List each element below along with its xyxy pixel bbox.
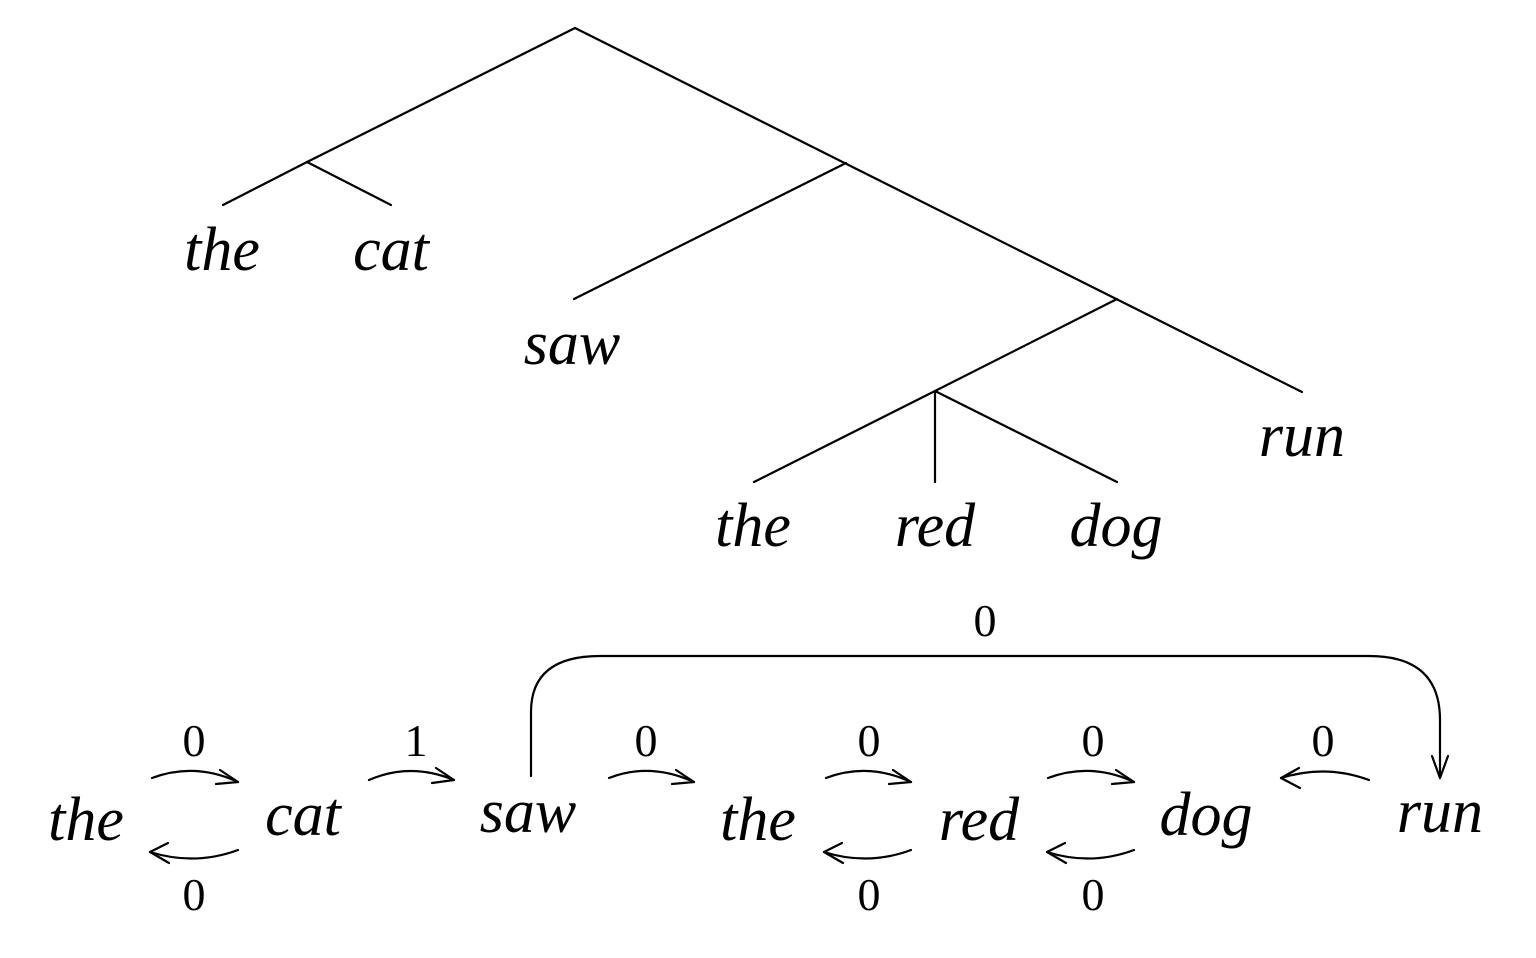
- edge-label: 0: [1082, 869, 1105, 920]
- edge-label: 0: [183, 869, 206, 920]
- tree-leaf-the: the: [184, 216, 260, 284]
- edge-arrow: 0: [150, 715, 240, 786]
- edge-arrow: 0: [1046, 715, 1136, 786]
- chain-word-dog: dog: [1160, 781, 1253, 849]
- chain-word-red: red: [939, 786, 1020, 854]
- tree-leaf-saw: saw: [524, 310, 620, 378]
- tree-leaf-the-2: the: [715, 492, 791, 560]
- edge-label: 0: [974, 595, 997, 646]
- chain: the cat saw the red dog run 0 0 1 0: [48, 595, 1483, 920]
- edge-arrow: 0: [822, 841, 913, 920]
- tree-branch: [572, 161, 848, 301]
- edge-arrow-long: 0: [529, 595, 1450, 780]
- tree-leaf-cat: cat: [353, 216, 431, 284]
- tree-branch: [305, 160, 393, 207]
- tree-leaf-red: red: [895, 492, 976, 560]
- tree-branch: [573, 26, 1304, 394]
- edge-label: 0: [858, 715, 881, 766]
- edge-label: 1: [405, 715, 428, 766]
- tree-leaf-run: run: [1259, 402, 1345, 470]
- chain-word-run: run: [1397, 778, 1483, 846]
- chain-word-the-2: the: [720, 786, 796, 854]
- tree-branch: [933, 389, 1119, 484]
- tree-branch: [221, 160, 309, 207]
- edge-arrow: 0: [1279, 715, 1371, 790]
- tree-branch: [933, 297, 1119, 393]
- tree-leaf-dog: dog: [1070, 492, 1163, 560]
- chain-word-the: the: [48, 786, 124, 854]
- tree-branch: [305, 26, 577, 164]
- edge-arrow: 0: [1045, 841, 1136, 920]
- edge-label: 0: [858, 869, 881, 920]
- tree-branch: [752, 389, 937, 484]
- edge-arrow: 0: [824, 715, 913, 786]
- chain-word-saw: saw: [480, 778, 576, 846]
- chain-word-cat: cat: [265, 781, 343, 849]
- tree: the cat saw the red dog run: [184, 26, 1345, 560]
- edge-label: 0: [1082, 715, 1105, 766]
- edge-label: 0: [635, 715, 658, 766]
- edge-arrow: 0: [607, 715, 696, 786]
- edge-label: 0: [1312, 715, 1335, 766]
- edge-label: 0: [183, 715, 206, 766]
- edge-arrow: 0: [148, 841, 240, 920]
- edge-arrow: 1: [367, 715, 456, 785]
